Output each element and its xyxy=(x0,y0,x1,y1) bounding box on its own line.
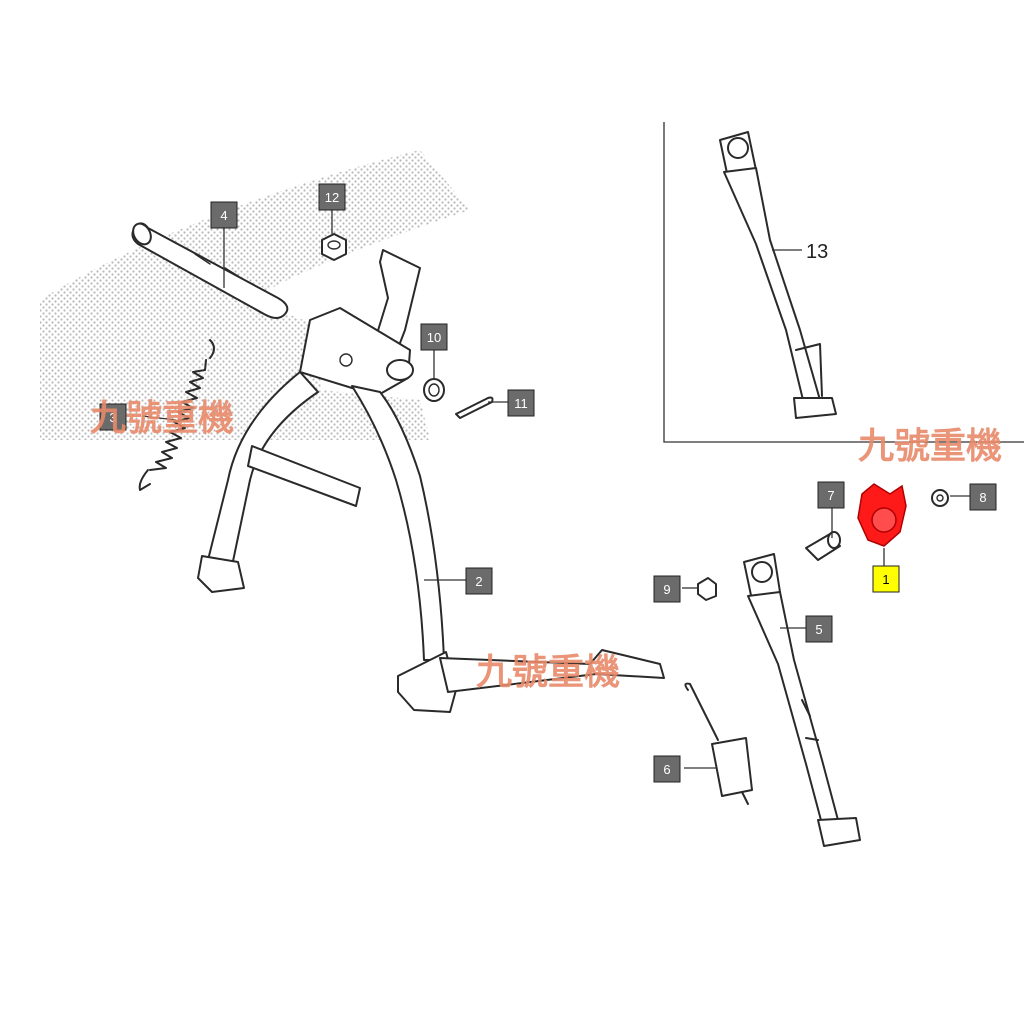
label-12: 12 xyxy=(318,183,346,211)
svg-text:10: 10 xyxy=(427,330,441,345)
bolt-7 xyxy=(805,531,841,561)
svg-text:3: 3 xyxy=(109,410,116,425)
svg-text:6: 6 xyxy=(663,762,670,777)
svg-text:11: 11 xyxy=(514,396,528,411)
label-9: 9 xyxy=(653,575,681,603)
washer-8 xyxy=(931,489,949,507)
sidestand-switch-1 xyxy=(857,483,907,547)
label-13: 13 xyxy=(806,241,828,263)
side-stand-5 xyxy=(743,553,861,847)
svg-text:8: 8 xyxy=(979,490,986,505)
watermark-center: 九號重機 xyxy=(476,652,620,693)
pivot-shaft xyxy=(131,222,289,319)
watermark-right: 九號重機 xyxy=(858,426,1002,467)
label-5: 5 xyxy=(805,615,833,643)
cotter-pin-11 xyxy=(455,396,494,419)
svg-text:7: 7 xyxy=(827,488,834,503)
nut-9 xyxy=(697,577,717,601)
label-10: 10 xyxy=(420,323,448,351)
label-3: 3 xyxy=(99,403,127,431)
spring-3 xyxy=(138,339,215,491)
label-6: 6 xyxy=(653,755,681,783)
main-stand-2 xyxy=(197,249,665,713)
circlip-10 xyxy=(423,378,445,402)
label-11: 11 xyxy=(507,389,535,417)
inset-frame xyxy=(663,122,1024,443)
watermark-left: 九號重機 xyxy=(90,398,234,439)
svg-text:12: 12 xyxy=(325,190,339,205)
svg-text:2: 2 xyxy=(475,574,482,589)
label-7: 7 xyxy=(817,481,845,509)
label-1: 1 xyxy=(872,565,900,593)
svg-text:4: 4 xyxy=(220,208,227,223)
spring-6 xyxy=(684,682,753,805)
label-2: 2 xyxy=(465,567,493,595)
leader-lines xyxy=(141,210,970,769)
svg-text:1: 1 xyxy=(882,572,889,587)
label-4: 4 xyxy=(210,201,238,229)
svg-text:9: 9 xyxy=(663,582,670,597)
side-stand-13 xyxy=(719,131,837,419)
label-8: 8 xyxy=(969,483,997,511)
svg-text:5: 5 xyxy=(815,622,822,637)
nut-12 xyxy=(321,233,347,261)
